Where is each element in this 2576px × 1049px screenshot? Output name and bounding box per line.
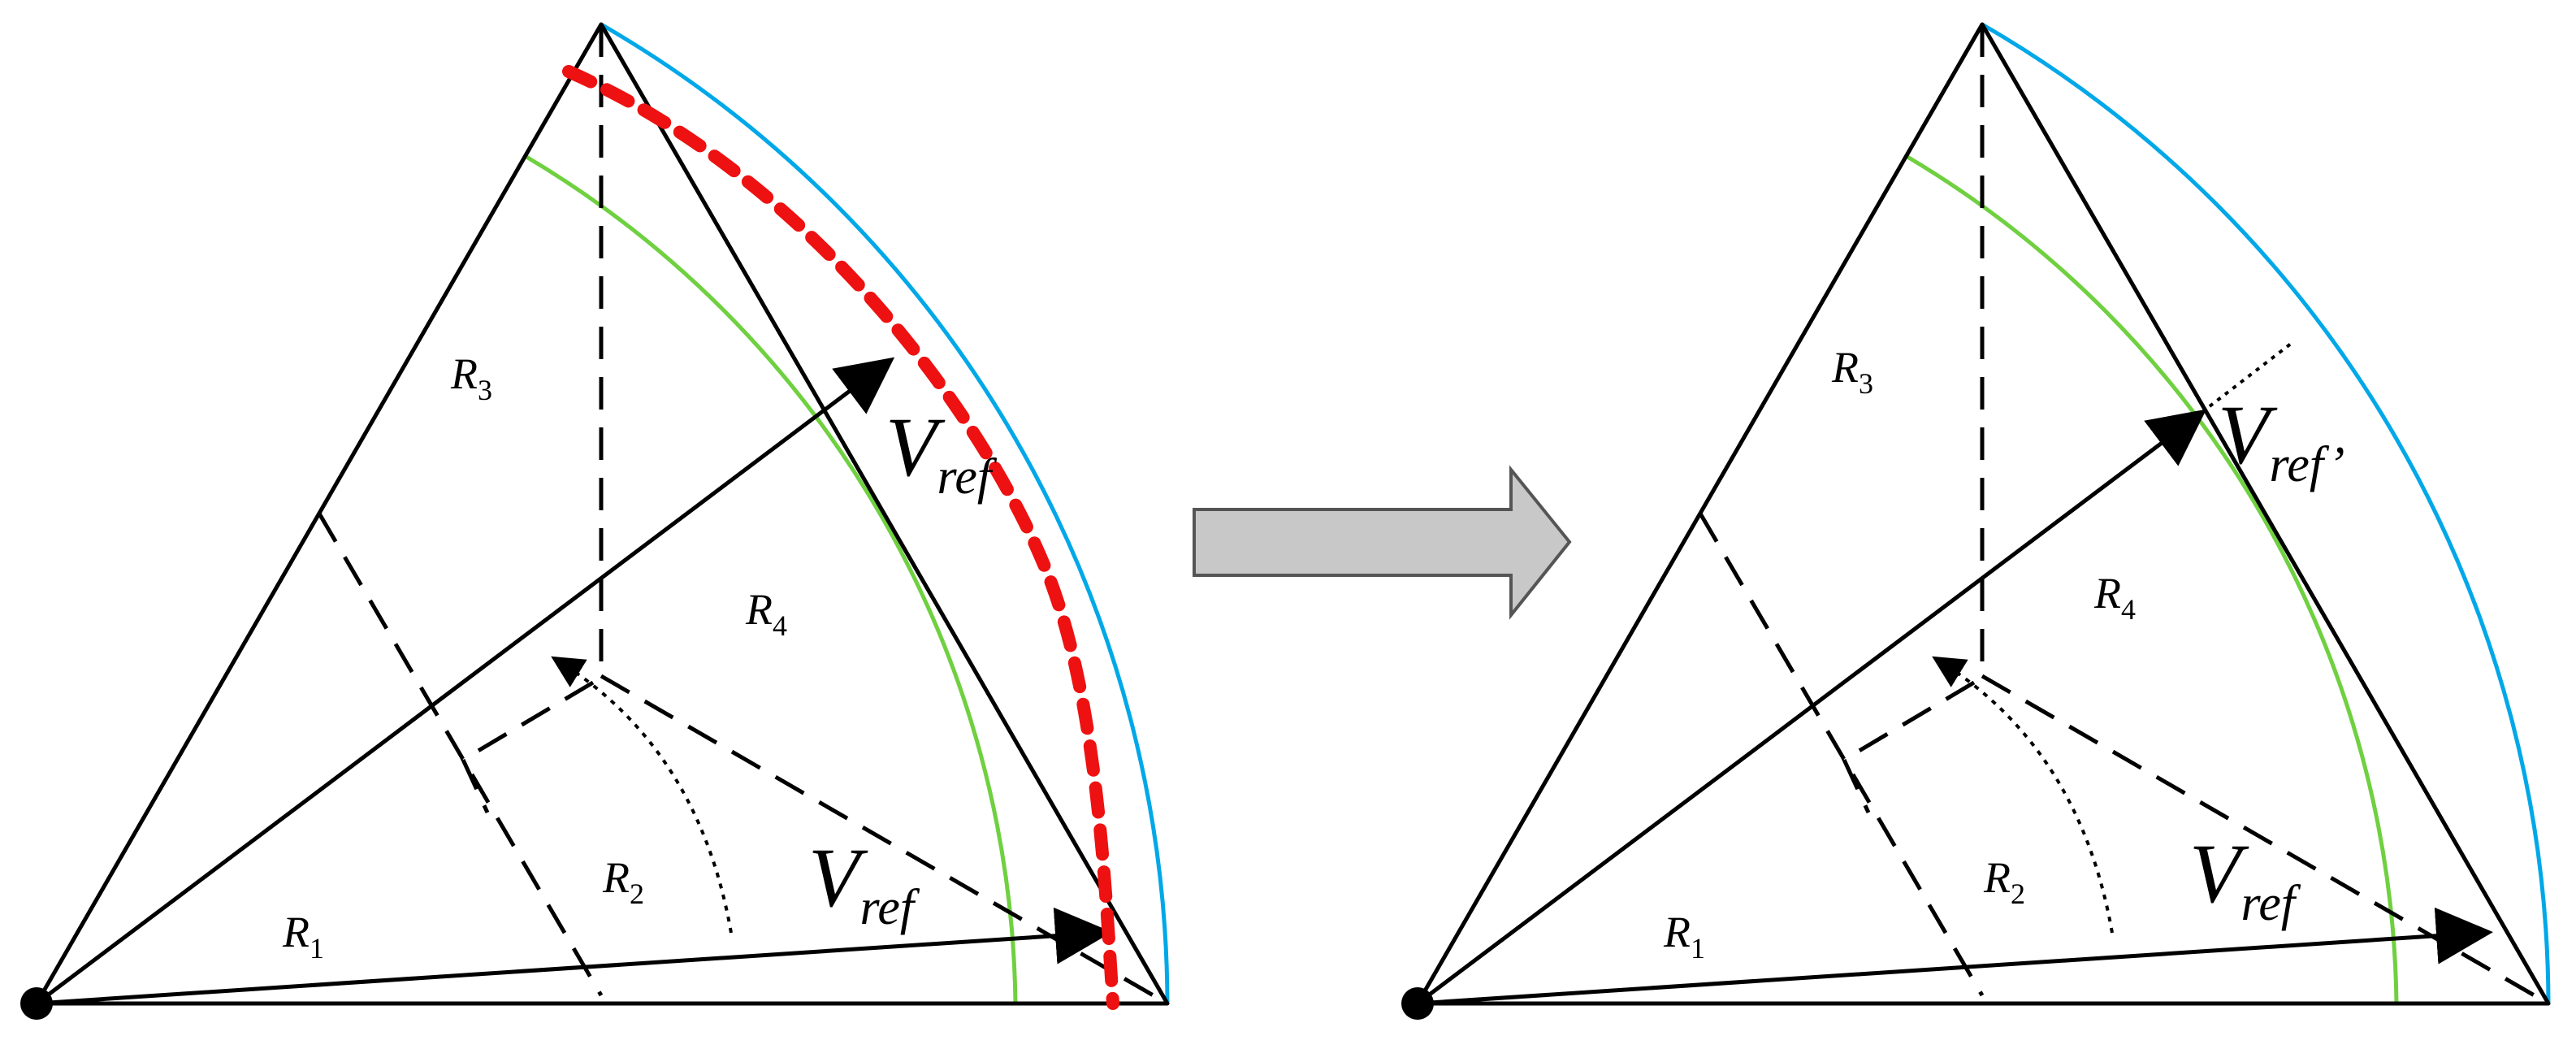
outer-arc	[600, 22, 1170, 1004]
hexagon-sector-triangle	[34, 22, 1170, 1006]
region-label-r1: R1	[282, 908, 324, 964]
inner-arc	[1906, 154, 2399, 1004]
vref-prime-label: Vref’	[2218, 388, 2344, 492]
region-label-r4: R4	[745, 585, 787, 642]
vref-prime-vector	[1416, 409, 2207, 1005]
hexagon-sector-triangle	[1415, 22, 2551, 1006]
vref-lower-label: Vref	[2189, 827, 2301, 931]
region-label-r1: R1	[1663, 908, 1705, 964]
vref-upper-label: Vref	[885, 401, 998, 505]
modified-trajectory	[562, 65, 1119, 1010]
dashed-dividers	[1698, 24, 2550, 1006]
region-label-r2: R2	[602, 853, 644, 910]
vref-lower-vector	[1417, 907, 2493, 1006]
vref-lower-label: Vref	[808, 831, 920, 935]
vref-lower-vector	[36, 907, 1112, 1006]
rotation-arc	[551, 656, 733, 934]
origin-dot	[1401, 987, 1434, 1020]
region-label-r2: R2	[1983, 853, 2025, 910]
dashed-dividers	[317, 24, 1169, 1006]
region-label-r3: R3	[450, 349, 492, 406]
region-label-r4: R4	[2093, 569, 2136, 626]
region-label-r3: R3	[1831, 343, 1873, 400]
vref-upper-vector	[35, 357, 895, 1005]
outer-arc	[1981, 22, 2551, 1004]
panel-before: R3 R4 R2 R1 Vref Vref	[20, 22, 1170, 1020]
right-arrow-icon	[1193, 465, 1572, 620]
panel-after: R3 R4 R2 R1 Vref’ Vref	[1401, 22, 2551, 1020]
vref-prime-extension	[2208, 342, 2292, 408]
origin-dot	[20, 987, 53, 1020]
inner-arc	[525, 154, 1018, 1004]
rotation-arc	[1932, 656, 2114, 934]
